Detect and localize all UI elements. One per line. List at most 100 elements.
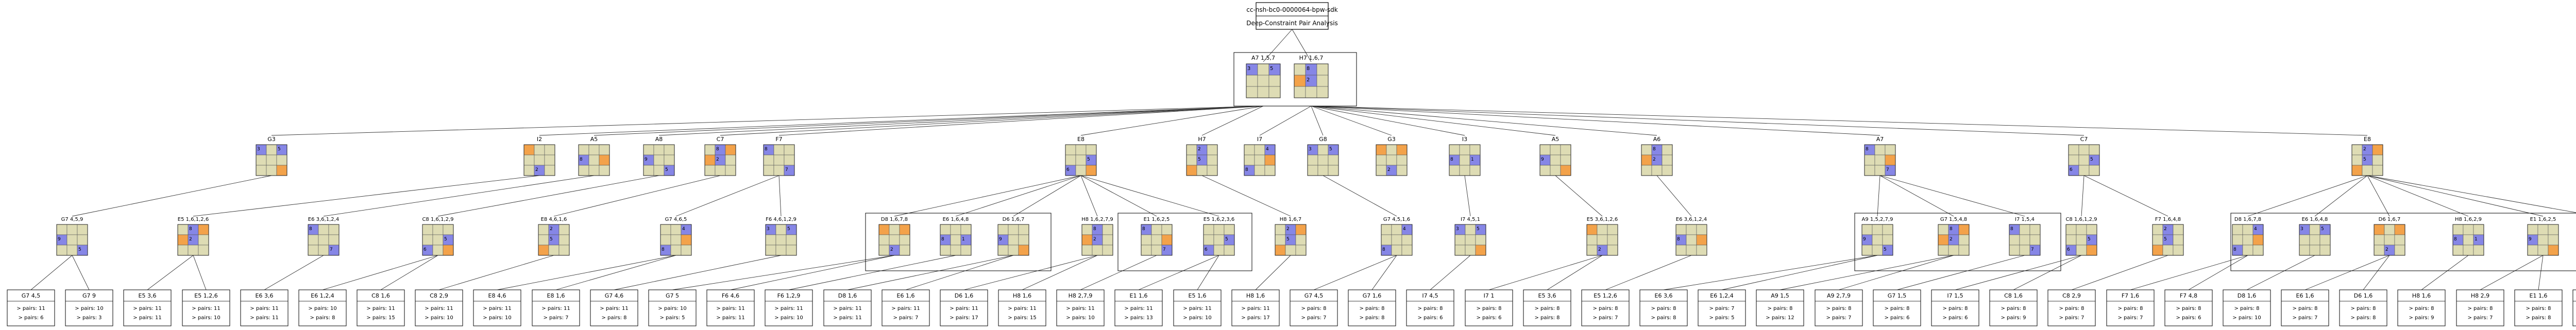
grid-cell — [443, 245, 454, 256]
node-label: I7 1,5,4 — [2015, 217, 2035, 222]
grid-border — [538, 224, 570, 256]
tree-edge — [1311, 106, 1880, 136]
grid-cell — [950, 234, 961, 246]
grid-cell — [670, 234, 682, 246]
leaf-pairs-secondary: > pairs: 10 — [2232, 315, 2261, 321]
leaf-pairs: > pairs: 11 — [1183, 306, 1211, 311]
cell-digit: 1 — [1471, 157, 1474, 162]
level1-grid: 48 — [1244, 144, 1276, 176]
tree-edge — [1605, 255, 1692, 290]
grid-cell — [1268, 86, 1281, 98]
grid-cell — [2078, 144, 2090, 155]
node-label: E1 1,6,2,5 — [2530, 217, 2556, 222]
level1-grid: 2 — [523, 144, 555, 176]
grid-border — [1641, 144, 1673, 176]
grid-cell — [2527, 245, 2538, 256]
leaf-title: A9 2,7,9 — [1827, 292, 1851, 299]
grid-cell — [1151, 224, 1162, 235]
node-label: F6 4,6,1,2,9 — [766, 217, 796, 222]
grid-cell — [2394, 224, 2405, 235]
leaf-node: A9 2,7,9> pairs: 8> pairs: 7 — [1815, 289, 1863, 326]
cell-digit: 3 — [257, 147, 260, 152]
root-node: H7 1,6,7 — [1299, 55, 1324, 61]
grid-border — [1539, 144, 1571, 176]
leaf-pairs-secondary: > pairs: 6 — [2176, 315, 2201, 321]
grid-cell — [266, 144, 277, 155]
tree-edge — [2367, 175, 2469, 217]
leaf-title: E1 1,6 — [2530, 292, 2548, 299]
grid-cell — [786, 234, 797, 246]
node-label: G7 4,6,5 — [665, 217, 687, 222]
level1-grid: 9 — [1539, 144, 1571, 176]
leaf-pairs-secondary: > pairs: 6 — [1884, 315, 1909, 321]
grid-cell — [538, 234, 549, 246]
tree-edge — [955, 175, 1081, 217]
grid-cell — [1207, 165, 1218, 176]
grid-cell — [66, 245, 78, 256]
grid-cell — [1958, 224, 1970, 235]
level1-node: H7 — [1198, 136, 1206, 143]
leaf-node: D8 1,6> pairs: 8> pairs: 10 — [2223, 289, 2271, 326]
level2-node: E5 3,6,1,2,6 — [1587, 217, 1618, 222]
leaf-title: E6 1,2,4 — [311, 292, 334, 299]
grid-cell — [2463, 234, 2474, 246]
grid-cell — [1696, 245, 1707, 256]
cell-digit: 5 — [2164, 237, 2167, 242]
leaf-pairs-secondary: > pairs: 10 — [483, 315, 511, 321]
grid-border — [2299, 224, 2331, 256]
cell-digit: 5 — [550, 237, 553, 242]
cell-digit: 8 — [1677, 237, 1680, 242]
grid-cell — [1141, 234, 1152, 246]
level2-node: H8 1,6,2,9 — [2455, 217, 2482, 222]
tree-edge — [658, 106, 1264, 136]
grid-cell — [2009, 245, 2020, 256]
cell-digit: 6 — [423, 247, 427, 252]
leaf-pairs-secondary: > pairs: 15 — [1008, 315, 1036, 321]
level2-grid: 82 — [1081, 224, 1113, 256]
grid-cell — [2463, 224, 2474, 235]
level1-node: E8 — [2364, 136, 2371, 143]
tree-edge — [264, 255, 324, 290]
grid-cell — [1861, 224, 1873, 235]
grid-cell — [2473, 224, 2484, 235]
leaf-node: E8 4,6> pairs: 11> pairs: 10 — [473, 289, 521, 326]
leaf-pairs: > pairs: 10 — [308, 306, 336, 311]
level2-grid: 48 — [1381, 224, 1413, 256]
leaf-pairs: > pairs: 8 — [2409, 306, 2434, 311]
level2-grid: 9 — [997, 224, 1029, 256]
grid-cell — [2173, 224, 2184, 235]
node-label: I7 4,5,1 — [1461, 217, 1480, 222]
grid-cell — [1213, 234, 1225, 246]
cell-digit: 1 — [2475, 237, 2478, 242]
leaf-title: G7 5 — [666, 292, 679, 299]
grid-border — [1307, 144, 1339, 176]
level1-grid: 82 — [1641, 144, 1673, 176]
leaf-pairs-secondary: > pairs: 8 — [1651, 315, 1676, 321]
tree-edge — [720, 106, 1264, 136]
grid-cell — [2319, 245, 2331, 256]
grid-cell — [2384, 234, 2395, 246]
grid-cell — [2362, 165, 2373, 176]
grid-cell — [1086, 144, 1097, 155]
tree-edge — [1323, 175, 1397, 217]
tree-edge — [1197, 255, 1219, 290]
level2-grid: 87 — [308, 224, 340, 256]
tree-edge — [675, 175, 779, 217]
tree-edge — [193, 255, 207, 290]
grid-cell — [1008, 234, 1019, 246]
level2-node: D8 1,6,7,8 — [2234, 217, 2261, 222]
tree-edge — [1311, 106, 1657, 136]
level2-node: F6 4,6,1,2,9 — [766, 217, 796, 222]
grid-cell — [544, 165, 555, 176]
tree-edge — [1080, 175, 1157, 217]
grid-cell — [2452, 224, 2464, 235]
leaf-node: H8 2,7,9> pairs: 11> pairs: 10 — [1056, 289, 1105, 326]
level2-node: I7 1,5,4 — [2015, 217, 2035, 222]
leaf-title: E6 1,6 — [897, 292, 915, 299]
grid-cell — [1102, 234, 1113, 246]
grid-cell — [308, 245, 319, 256]
tree-edge — [2188, 255, 2248, 290]
tree-edge — [2083, 175, 2168, 217]
leaf-pairs: > pairs: 11 — [950, 306, 978, 311]
grid-cell — [1465, 245, 1476, 256]
